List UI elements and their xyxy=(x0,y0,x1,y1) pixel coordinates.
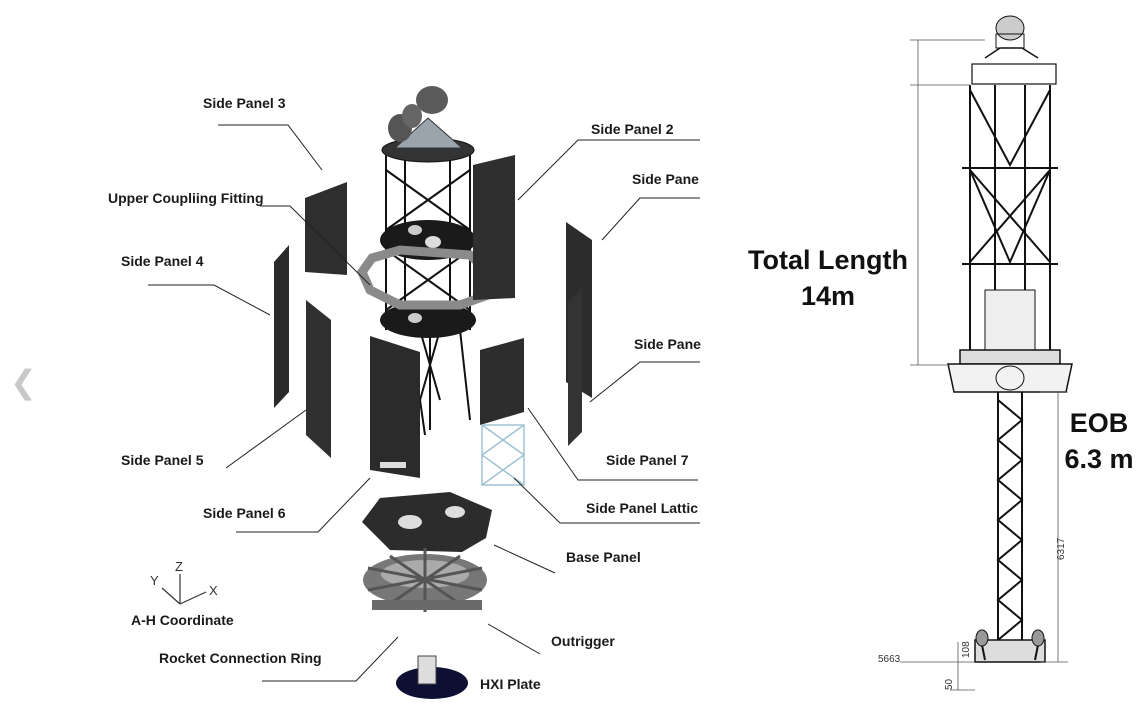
side-panel-5-shape xyxy=(306,300,331,458)
axis-x-label: X xyxy=(209,583,218,598)
label-base-panel: Base Panel xyxy=(566,549,641,565)
dim-50: 50 xyxy=(944,678,955,690)
side-panel-3-shape xyxy=(305,182,347,275)
label-outrigger: Outrigger xyxy=(551,633,615,649)
dim-108: 108 xyxy=(961,641,972,658)
total-length-value: 14m xyxy=(800,281,856,311)
label-hxi-plate: HXI Plate xyxy=(480,676,541,692)
label-side-panel-1: Side Pane xyxy=(632,171,699,187)
telescope-drawing xyxy=(947,15,1073,663)
base-panel-shape xyxy=(362,492,492,552)
side-panel-lattice-shape xyxy=(481,424,525,486)
dimension-lines xyxy=(900,39,1068,691)
total-length-title: Total Length xyxy=(748,245,908,275)
side-panel-8-shape xyxy=(568,288,582,446)
label-side-panel-2: Side Panel 2 xyxy=(591,121,674,137)
label-upper-coupling-fitting: Upper Coupliing Fitting xyxy=(108,190,264,206)
label-side-panel-4: Side Panel 4 xyxy=(121,253,204,269)
side-panel-4-shape xyxy=(274,245,289,408)
extension-length-dim: 6317 xyxy=(1056,537,1067,560)
eob-title: EOB xyxy=(1069,408,1129,438)
label-rocket-connection-ring: Rocket Connection Ring xyxy=(159,650,322,666)
eob-annotation: EOB 6.3 m xyxy=(1060,405,1138,477)
side-panel-7-shape xyxy=(480,338,524,425)
label-side-panel-3: Side Panel 3 xyxy=(203,95,286,111)
side-panel-6-shape xyxy=(370,336,420,478)
leader-lines xyxy=(148,124,700,682)
side-panel-2-shape xyxy=(473,155,515,300)
axis-z-label: Z xyxy=(175,559,183,574)
optical-bench-top xyxy=(381,86,475,163)
base-width-dim: 5663 xyxy=(878,654,901,665)
label-a-h-coordinate: A-H Coordinate xyxy=(131,612,234,628)
previous-arrow-icon[interactable]: ❮ xyxy=(10,364,37,400)
total-length-annotation: Total Length 14m xyxy=(748,242,908,314)
axis-y-label: Y xyxy=(150,573,159,588)
eob-value: 6.3 m xyxy=(1064,444,1134,474)
label-side-panel-5: Side Panel 5 xyxy=(121,452,204,468)
coordinate-axes xyxy=(161,574,207,605)
mid-plate-lower xyxy=(380,302,476,338)
label-side-panel-7: Side Panel 7 xyxy=(606,452,689,468)
label-side-panel-6: Side Panel 6 xyxy=(203,505,286,521)
outrigger-shape xyxy=(363,548,487,612)
label-side-panel-lattice: Side Panel Lattic xyxy=(586,500,699,516)
label-side-panel-8: Side Pane xyxy=(634,336,701,352)
